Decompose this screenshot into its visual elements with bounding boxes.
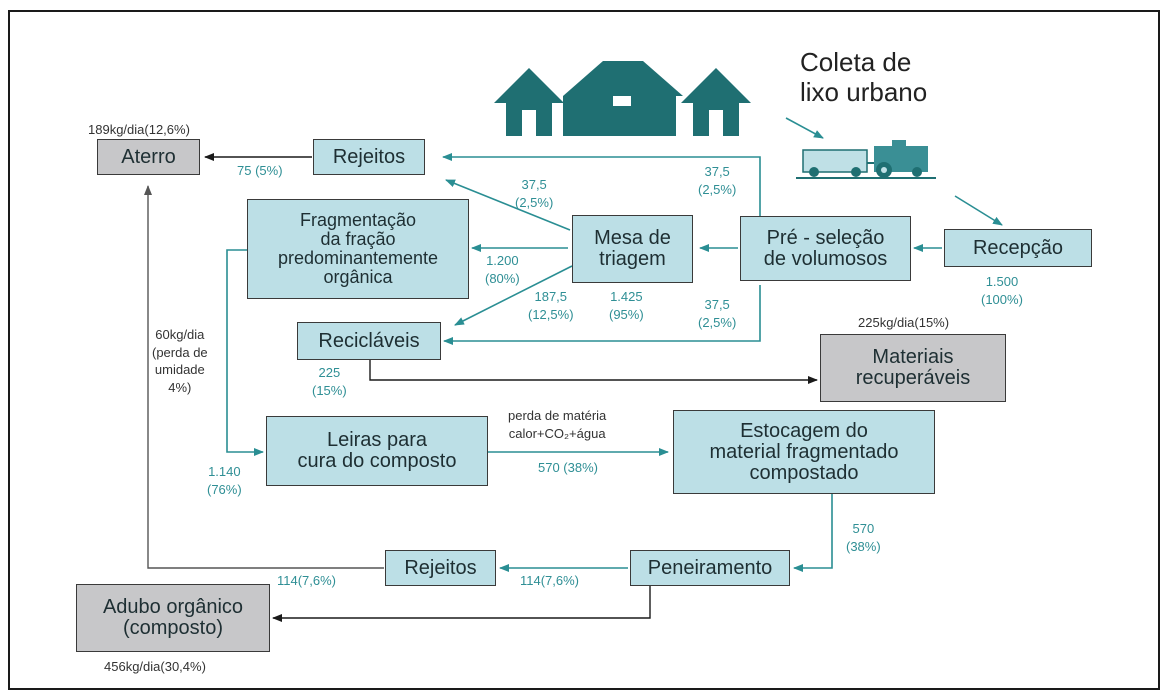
arrow-pre-to-rejeitos <box>442 153 761 220</box>
label-mesa-to-frag: 1.200 (80%) <box>485 253 520 286</box>
truck-icon <box>796 140 936 179</box>
arrow-reciclaveis-to-materiais <box>369 360 818 384</box>
label-pre-to-reciclaveis: 37,5 (2,5%) <box>698 297 737 330</box>
label-perda-materia: perda de matéria calor+CO₂+água <box>508 408 607 441</box>
arrow-mesa-to-reciclaveis <box>454 265 573 326</box>
box-estocagem: Estocagem do material fragmentado compos… <box>673 410 935 494</box>
diagram-frame <box>8 10 1160 690</box>
box-reciclaveis: Recicláveis <box>297 322 441 360</box>
arrow-pre-to-reciclaveis <box>443 285 761 345</box>
arrow-estoc-to-pen <box>793 494 833 572</box>
label-adubo-total: 456kg/dia(30,4%) <box>104 659 206 674</box>
arrow-rejeitos-to-aterro-return <box>144 185 384 569</box>
box-rejeitos-bottom: Rejeitos <box>385 550 496 586</box>
label-pre-to-rejeitos: 37,5 (2,5%) <box>698 164 737 197</box>
arrow-pen-to-adubo <box>272 584 651 622</box>
box-adubo-organico: Adubo orgânico (composto) <box>76 584 270 652</box>
arrow-coleta-to-truck <box>785 117 824 139</box>
label-mesa-to-rejeitos: 37,5 (2,5%) <box>515 177 554 210</box>
collection-title: Coleta de lixo urbano <box>800 47 928 107</box>
box-recepcao: Recepção <box>944 229 1092 267</box>
box-materiais-recuperaveis: Materiais recuperáveis <box>820 334 1006 402</box>
label-materiais-total: 225kg/dia(15%) <box>858 315 950 330</box>
label-aterro-total: 189kg/dia(12,6%) <box>88 122 190 137</box>
arrow-frag-to-leiras <box>226 249 264 456</box>
label-reciclaveis-out: 225 (15%) <box>312 365 347 398</box>
label-rejeitos-to-aterro: 75 (5%) <box>237 163 283 178</box>
box-pre-selecao: Pré - seleção de volumosos <box>740 216 911 281</box>
box-mesa-triagem: Mesa de triagem <box>572 215 693 283</box>
label-leiras-in: 1.140 (76%) <box>207 464 242 497</box>
label-mesa-in: 1.425 (95%) <box>609 289 644 322</box>
house-icon <box>494 61 751 136</box>
label-leiras-to-estocagem: 570 (38%) <box>538 460 598 475</box>
box-aterro: Aterro <box>97 139 200 175</box>
label-peneiramento-to-rejeitos: 114(7,6%) <box>520 573 580 588</box>
label-recepcao-in: 1.500 (100%) <box>981 274 1023 307</box>
box-peneiramento: Peneiramento <box>630 550 790 586</box>
box-leiras: Leiras para cura do composto <box>266 416 488 486</box>
label-umidade: 60kg/dia (perda de umidade 4%) <box>152 327 208 395</box>
arrow-mesa-to-rejeitos <box>445 179 571 231</box>
label-mesa-to-reciclaveis: 187,5 (12,5%) <box>528 289 574 322</box>
box-rejeitos-top: Rejeitos <box>313 139 425 175</box>
label-rejeitos-to-aterro-bottom: 114(7,6%) <box>277 573 337 588</box>
arrow-truck-to-recepcao <box>954 195 1003 226</box>
label-estocagem-to-peneiramento: 570 (38%) <box>846 521 881 554</box>
box-fragmentacao: Fragmentação da fração predominantemente… <box>247 199 469 299</box>
